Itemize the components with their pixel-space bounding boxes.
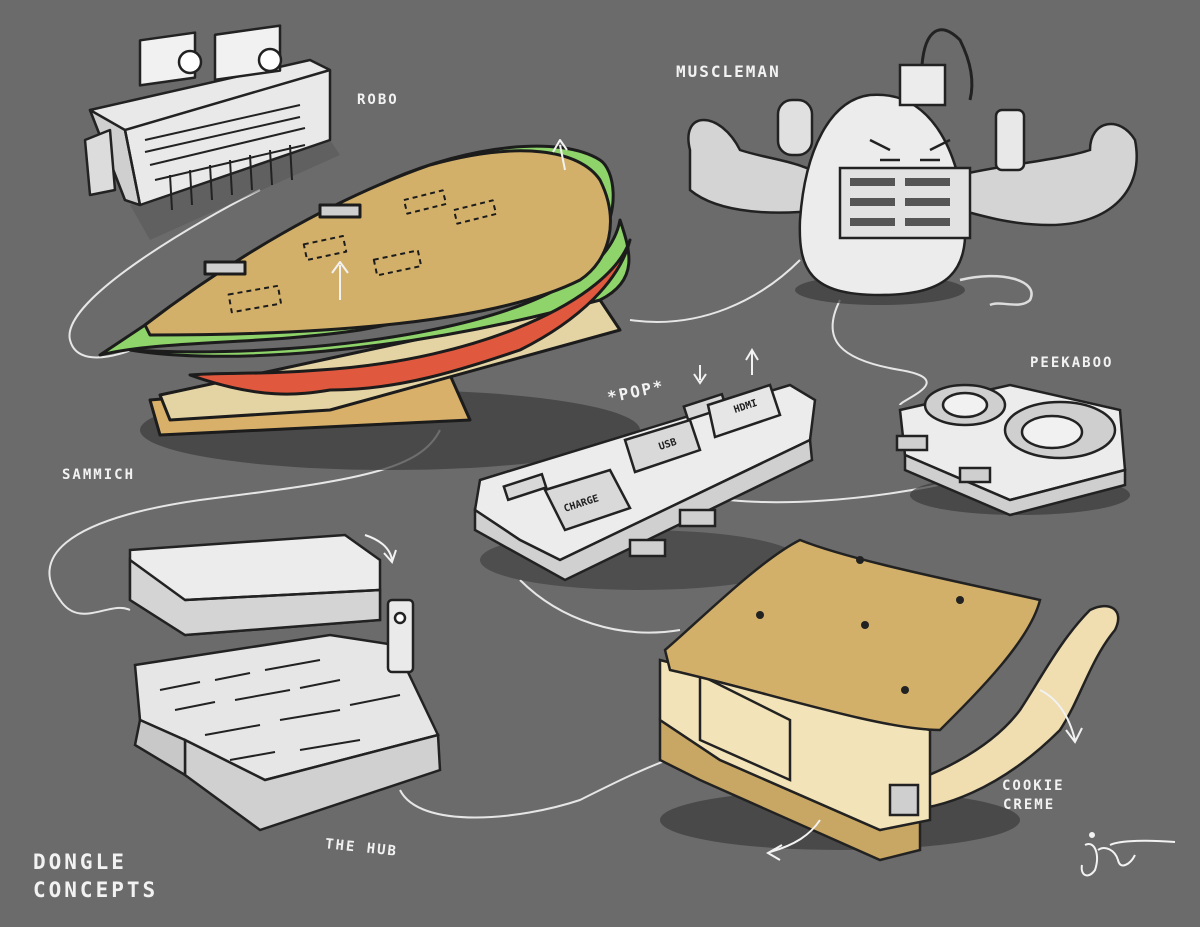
the-hub-dongle [128, 533, 442, 832]
muscleman-dongle [687, 28, 1138, 307]
peekaboo-label: PEEKABOO [1030, 355, 1114, 371]
cookie-label-line2: CREME [1003, 797, 1056, 813]
cookie-creme-dongle [658, 538, 1120, 862]
artist-signature [1080, 832, 1176, 877]
muscleman-label: MUSCLEMAN [676, 62, 781, 81]
cookie-label-line1: COOKIE [1002, 778, 1065, 794]
robo-dongle [83, 24, 340, 240]
title-line1: DONGLE [33, 850, 127, 874]
sammich-label: SAMMICH [62, 467, 136, 483]
title-line2: CONCEPTS [33, 878, 159, 902]
robo-label: ROBO [357, 92, 399, 108]
pop-dongle: USB HDMI CHARGE [473, 348, 817, 590]
sammich-dongle [98, 139, 640, 470]
usb-port-label: USB [658, 437, 679, 453]
peekaboo-dongle [895, 383, 1130, 517]
